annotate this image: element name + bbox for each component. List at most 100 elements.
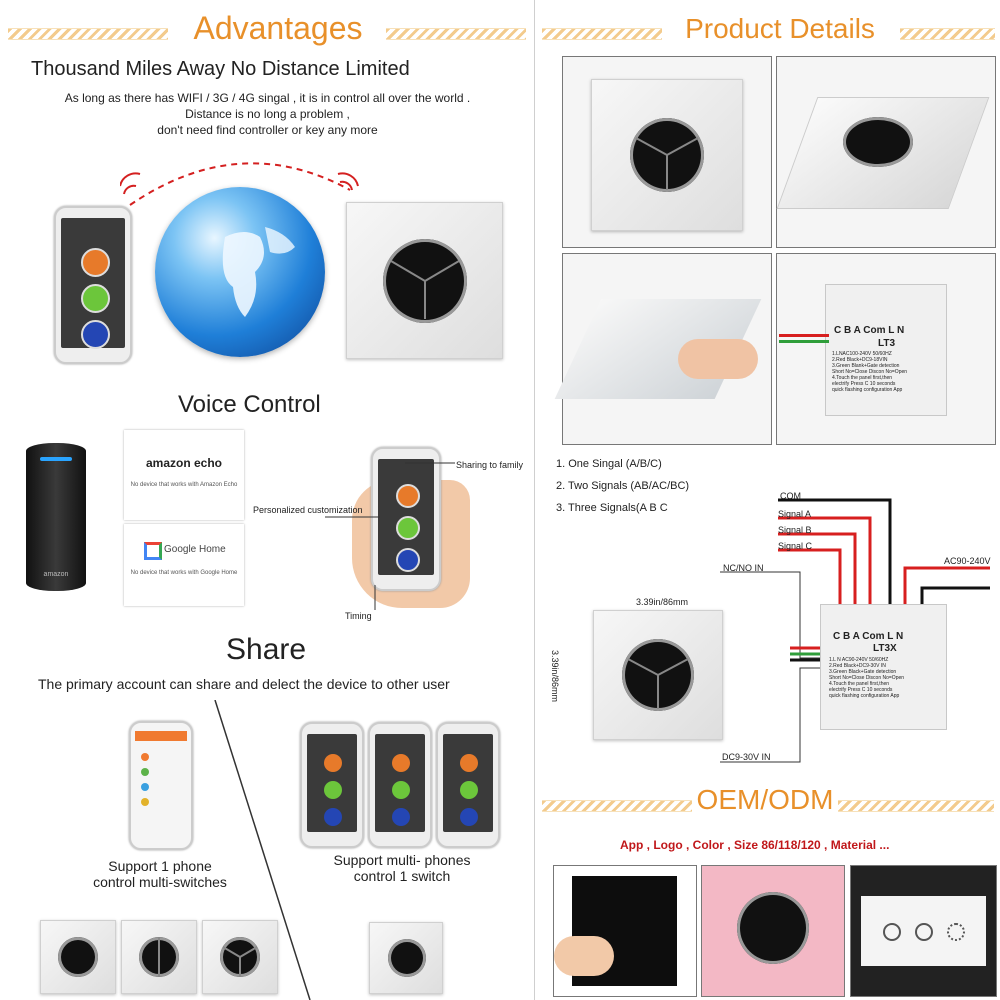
list-item-icon <box>141 783 149 791</box>
switch-button-blue <box>324 808 342 826</box>
diagram-module: C B A Com L N LT3X 1.L N AC90-240V 50/60… <box>820 604 947 730</box>
google-home-card: Google Home No device that works with Go… <box>124 524 244 606</box>
signal-arc <box>120 162 359 206</box>
segment-line <box>158 937 160 977</box>
distance-heading: Thousand Miles Away No Distance Limited <box>31 58 410 80</box>
switch-touch-disc <box>737 892 809 964</box>
continents <box>222 227 295 317</box>
amazon-echo-speaker: amazon <box>26 443 86 591</box>
module-spec-line: electrify Press C 10 seconds <box>832 381 896 387</box>
phone-screen <box>378 459 434 575</box>
finger <box>678 339 758 379</box>
module-model: LT3 <box>878 338 896 349</box>
advantages-title: Advantages <box>193 10 363 46</box>
label-dc: DC9-30V IN <box>722 752 771 762</box>
module-spec-line: Short No=Close Discon No=Open <box>829 675 905 681</box>
phone-app <box>54 206 132 364</box>
phone-screen <box>443 734 493 832</box>
distance-text-line: As long as there has WIFI / 3G / 4G sing… <box>64 91 471 105</box>
module-spec: 1.L N AC90-240V 50/60HZ 2.Red Black+DC9-… <box>829 657 904 699</box>
switch-touch-disc <box>622 639 694 711</box>
switch-button-blue <box>396 548 420 572</box>
google-home-text: No device that works with Google Home <box>130 570 238 576</box>
app-header <box>135 731 187 741</box>
detail-photo-angle <box>776 56 996 248</box>
back-module: C B A Com L N LT3 1.LNAC100-240V 50/60HZ… <box>825 284 947 416</box>
module-spec-line: quick flashing configuration App <box>829 693 900 699</box>
switch-button-orange <box>81 248 110 277</box>
module-spec-line: 1.LNAC100-240V 50/60HZ <box>832 351 892 357</box>
title-decoration <box>542 800 692 812</box>
switch-button-green <box>324 781 342 799</box>
list-item-icon <box>141 753 149 761</box>
switch-touch-disc <box>139 937 179 977</box>
list-item-icon <box>141 768 149 776</box>
switch-button-green <box>460 781 478 799</box>
phone-hand <box>371 447 441 591</box>
phone-screen <box>61 218 125 349</box>
module-spec: 1.LNAC100-240V 50/60HZ 2.Red Black+DC9-1… <box>832 351 907 393</box>
phone-screen <box>375 734 425 832</box>
switch-button-blue <box>81 320 110 349</box>
switch-button-orange <box>324 754 342 772</box>
switch-button-blue <box>460 808 478 826</box>
center-divider <box>534 0 535 1000</box>
title-decoration <box>386 28 526 40</box>
distance-text-line: Distance is no long a problem , <box>185 107 350 121</box>
wiring-diagram <box>720 498 990 763</box>
label-width: 3.39in/86mm <box>636 597 689 607</box>
diagram-switch <box>593 610 723 740</box>
wide-switch <box>861 896 986 966</box>
label-signal-c: Signal C <box>778 541 813 551</box>
switch-button-orange <box>392 754 410 772</box>
switch-button-green <box>81 284 110 313</box>
label-ncno: NC/NO IN <box>723 563 764 573</box>
module-model: LT3X <box>873 643 897 654</box>
switch-touch-disc <box>630 118 704 192</box>
title-decoration <box>8 28 168 40</box>
oem-text: App , Logo , Color , Size 86/118/120 , M… <box>620 838 890 852</box>
support-one-line: Support 1 phone <box>108 858 212 874</box>
wall-switch-panel <box>591 79 743 231</box>
amazon-echo-text: No device that works with Amazon Echo <box>130 482 238 488</box>
amazon-echo-card: amazon echo No device that works with Am… <box>124 430 244 520</box>
switch-touch-disc <box>843 117 913 167</box>
switch-touch-disc <box>383 239 467 323</box>
switch-touch-disc <box>58 937 98 977</box>
google-home-logo: Google Home <box>164 544 226 555</box>
title-decoration <box>838 800 994 812</box>
amazon-echo-logo: amazon echo <box>145 456 223 470</box>
personal-label: Personalized customization <box>253 505 363 515</box>
module-spec-line: 4.Touch the panel first,then <box>829 681 890 687</box>
wire-green <box>779 340 829 343</box>
switch-button-green <box>396 516 420 540</box>
oem-photo-pink <box>701 865 845 997</box>
phone-multi-2 <box>368 722 432 848</box>
module-pin-labels: C B A Com L N <box>833 631 904 642</box>
switch-3gang <box>202 920 278 994</box>
callout-lines <box>325 462 455 610</box>
oem-title: OEM/ODM <box>696 784 834 815</box>
module-spec-line: quick flashing configuration App <box>832 387 903 393</box>
sharing-label: Sharing to family <box>456 460 524 470</box>
support-multi-text: Support multi- phones control 1 switch <box>302 852 502 884</box>
switch-segments <box>635 137 699 190</box>
module-spec-line: 1.L N AC90-240V 50/60HZ <box>829 657 889 663</box>
switch-touch-disc <box>220 937 260 977</box>
phone-multi-1 <box>300 722 364 848</box>
timing-label: Timing <box>345 611 372 621</box>
switch-button-orange <box>396 484 420 508</box>
signal-option: 3. Three Signals(A B C <box>556 502 668 514</box>
globe-image <box>155 187 325 357</box>
detail-photo-back: C B A Com L N LT3 1.LNAC100-240V 50/60HZ… <box>776 253 996 445</box>
switch-1gang <box>40 920 116 994</box>
support-multi-line: control 1 switch <box>353 868 451 884</box>
switch-button-blue <box>392 808 410 826</box>
distance-text: As long as there has WIFI / 3G / 4G sing… <box>10 90 525 138</box>
switch-2gang <box>121 920 197 994</box>
module-spec-line: 3.Green Black+Gate detection <box>829 669 897 675</box>
support-one-text: Support 1 phone control multi-switches <box>60 858 260 890</box>
support-multi-line: Support multi- phones <box>333 852 471 868</box>
switch-button-orange <box>460 754 478 772</box>
switch-segments <box>627 658 689 709</box>
